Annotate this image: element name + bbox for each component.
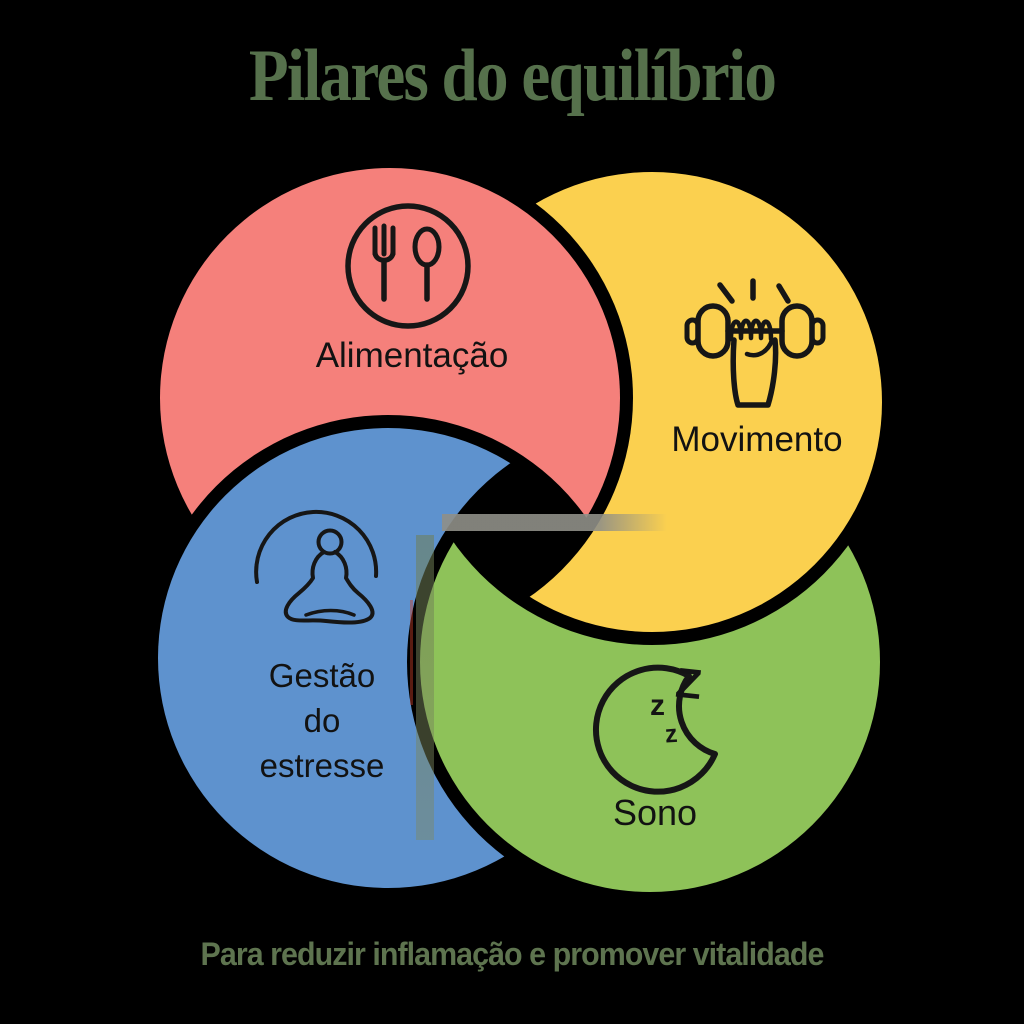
z-large: Z	[674, 659, 704, 708]
gestao-label-line2: do	[303, 702, 341, 739]
halo-arc	[254, 509, 379, 584]
head-circle	[316, 528, 344, 556]
movimento-label: Movimento	[671, 420, 843, 459]
crossed-legs-line	[304, 608, 356, 617]
meditation-icon	[254, 509, 379, 625]
gestao-label-line3: estresse	[259, 747, 385, 784]
fist-knuckles	[728, 318, 774, 342]
fork-spoon-icon	[345, 203, 471, 329]
gestao-label-line1: Gestão	[268, 657, 376, 694]
burst-lines	[717, 278, 791, 304]
moon-zzz-icon: Z z z	[592, 659, 718, 795]
sono-label: Sono	[612, 792, 698, 833]
dumbbell-hand-icon	[684, 278, 826, 408]
subtitle-caption: Para reduzir inflamação e promover vital…	[200, 936, 825, 972]
arm-outline	[730, 337, 779, 408]
page-title: Pilares do equilíbrio	[248, 35, 777, 117]
z-medium: z	[650, 689, 665, 722]
gestao-estresse-label: Gestão do estresse	[172, 653, 472, 788]
thumb-curve	[744, 337, 775, 358]
alimentacao-label: Alimentação	[315, 336, 509, 375]
crescent-moon	[592, 664, 718, 795]
body-outline	[283, 550, 375, 625]
z-small: z	[664, 720, 678, 749]
plate-circle	[345, 203, 471, 329]
segment-gestao-estresse	[158, 428, 618, 888]
